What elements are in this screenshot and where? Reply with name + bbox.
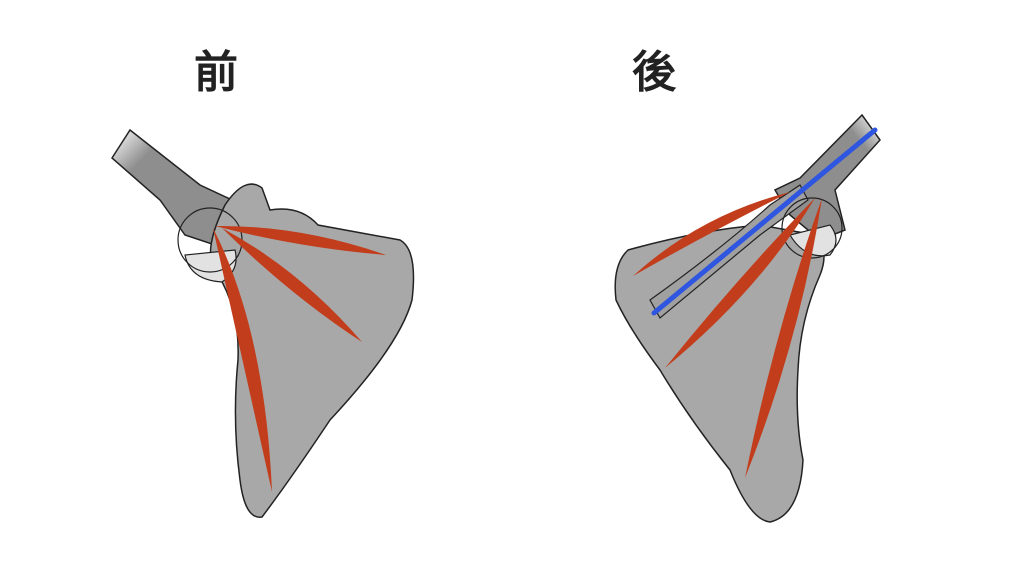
back-humerus xyxy=(773,113,881,241)
front-muscle-middle xyxy=(222,228,362,342)
front-scapula-group xyxy=(111,128,415,518)
front-muscle-upper xyxy=(215,225,386,255)
back-view-label: 後 xyxy=(632,47,676,98)
front-view-label: 前 xyxy=(194,47,238,98)
back-muscle-long xyxy=(745,198,822,478)
back-scapula-group xyxy=(614,113,881,523)
back-muscle-middle xyxy=(665,198,815,368)
back-glenoid-outline xyxy=(781,197,843,259)
back-scapula-body xyxy=(614,224,825,523)
back-spine-line xyxy=(651,127,878,316)
front-muscle-long xyxy=(213,228,272,492)
